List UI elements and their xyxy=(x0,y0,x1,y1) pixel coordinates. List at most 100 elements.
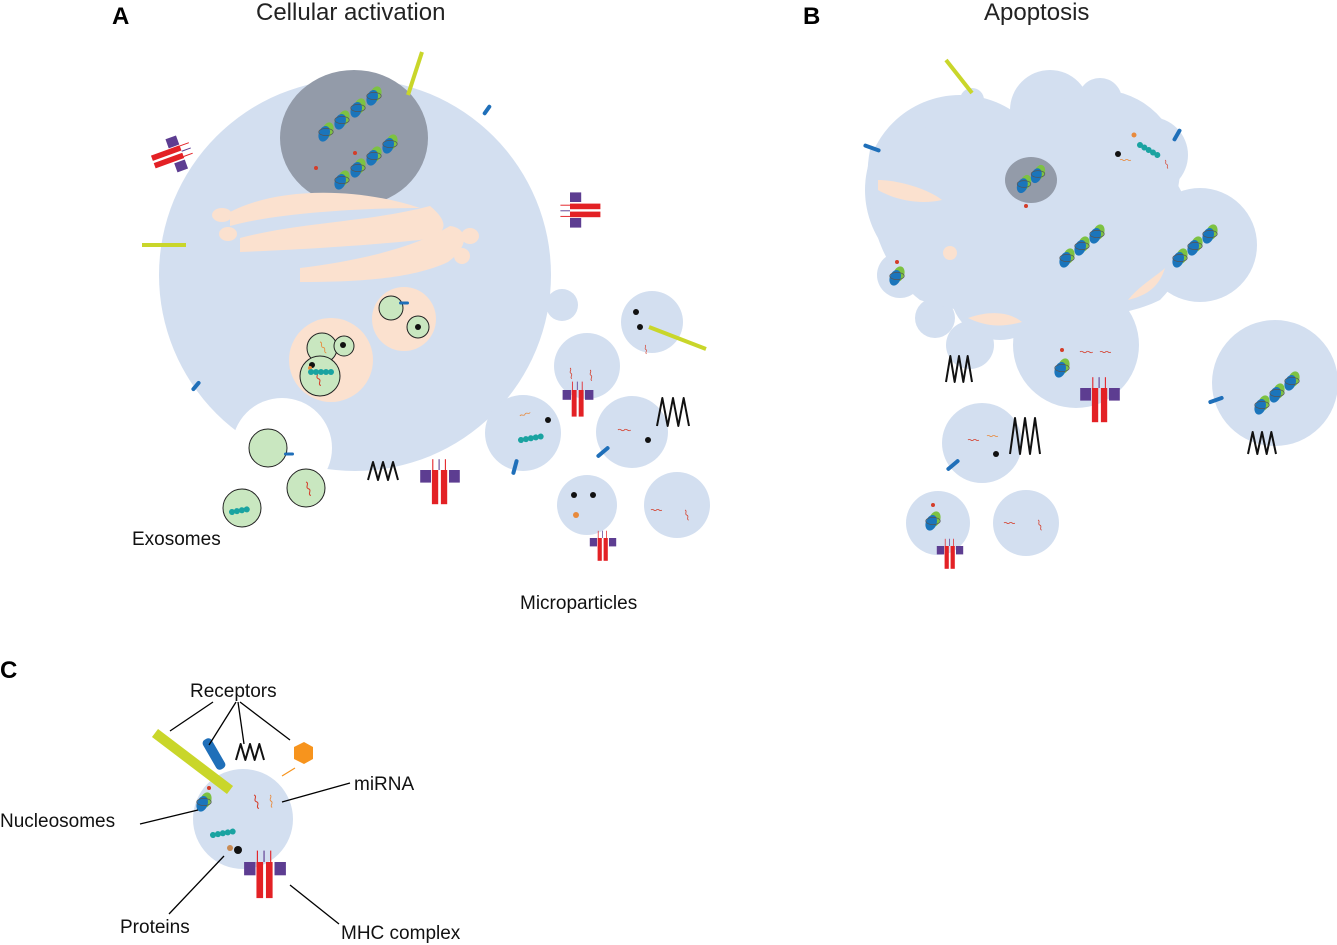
protein-bead xyxy=(308,369,314,375)
panel-b-title: Apoptosis xyxy=(984,0,1089,26)
nucleosome xyxy=(1054,358,1070,378)
nucleosome xyxy=(1089,224,1105,244)
mirna-strand xyxy=(305,481,312,497)
leader-line xyxy=(239,701,291,741)
nucleosome-dna xyxy=(334,176,350,184)
mirna-strand xyxy=(589,369,593,381)
nucleosome-dna xyxy=(1089,230,1105,238)
mhc-red-chain xyxy=(440,470,448,505)
blue-receptor xyxy=(946,459,960,471)
endoplasmic-reticulum xyxy=(300,226,464,282)
protein-bead xyxy=(210,832,216,838)
nucleosome-histone-blue xyxy=(889,269,901,286)
blue-receptor-body xyxy=(863,143,881,153)
nucleosome-dna xyxy=(1016,180,1032,188)
nucleosome xyxy=(350,98,366,118)
nucleosome xyxy=(318,122,334,142)
mhc-purple-left xyxy=(420,470,431,483)
protein-dot xyxy=(1131,132,1137,138)
blue-receptor xyxy=(482,104,492,116)
mhc-complex xyxy=(560,192,601,228)
panel-a-title: Cellular activation xyxy=(256,0,445,26)
mirna-strand xyxy=(1037,519,1042,531)
exosome xyxy=(286,468,326,508)
mhc-complex xyxy=(562,381,594,417)
serpentine-receptor xyxy=(1247,431,1277,455)
panel-a-letter: A xyxy=(112,3,129,30)
protein-dot xyxy=(1115,151,1121,157)
serpentine-receptor xyxy=(367,461,399,481)
blue-receptor-body xyxy=(596,446,610,458)
protein-bead xyxy=(229,828,236,835)
mhc-purple-left xyxy=(936,546,944,555)
mirna-strand xyxy=(967,438,980,442)
microparticle xyxy=(554,333,620,399)
microparticle xyxy=(557,475,617,535)
protein-dot xyxy=(571,492,577,498)
leader-line xyxy=(139,809,199,825)
nucleosome xyxy=(382,134,398,154)
hexagon-stalk xyxy=(281,767,296,777)
nucleosome-histone-blue xyxy=(1016,178,1028,194)
blue-receptor xyxy=(284,452,294,456)
nucleosome-histone-blue xyxy=(1202,227,1214,244)
proteins-label: Proteins xyxy=(120,917,190,938)
protein-bead xyxy=(238,507,245,514)
exosomes-label: Exosomes xyxy=(132,529,221,550)
protein-chain xyxy=(518,433,544,443)
nucleosome-dna xyxy=(1254,401,1270,409)
protein-dot xyxy=(645,437,651,443)
apoptotic-body xyxy=(946,321,994,369)
mirna-strand xyxy=(1003,521,1016,525)
protein-dot xyxy=(895,260,899,264)
apoptotic-body xyxy=(942,403,1022,483)
protein-dot xyxy=(353,151,357,155)
nucleosome-dna xyxy=(196,798,212,806)
protein-chain xyxy=(1137,142,1161,158)
leader-line xyxy=(281,782,351,803)
protein-chain xyxy=(308,369,334,375)
hexagon-receptor xyxy=(294,742,313,764)
protein-dot xyxy=(1060,348,1064,352)
nucleosome-dna xyxy=(889,272,905,280)
protein-bead xyxy=(522,436,529,443)
nucleosome-histone-blue xyxy=(1269,386,1281,403)
mirna-label: miRNA xyxy=(354,774,414,795)
intraluminal-vesicle xyxy=(299,355,341,397)
nucleosome-dna xyxy=(1202,230,1218,238)
mhc-complex xyxy=(589,530,617,561)
receptors-label: Receptors xyxy=(190,681,277,702)
nucleosome-histone-blue xyxy=(1054,361,1066,378)
blue-receptor xyxy=(1172,128,1182,142)
nucleosome-dna xyxy=(334,116,350,124)
organelle-fragment xyxy=(878,180,942,202)
mhc-stalk xyxy=(183,152,193,157)
nucleosome-histone-blue xyxy=(196,795,208,812)
mhc-purple-right xyxy=(609,538,617,547)
serpentine-receptor xyxy=(1009,417,1041,455)
nucleosome-dna xyxy=(318,128,334,136)
mirna-strand xyxy=(1164,159,1169,169)
protein-bead xyxy=(1145,147,1152,153)
mhc-complex xyxy=(936,538,964,569)
blue-receptor-body xyxy=(284,452,294,456)
yellow-receptor xyxy=(406,51,424,96)
mirna-strand xyxy=(253,794,260,810)
protein-bead xyxy=(1141,144,1148,151)
nucleosome-histone-blue xyxy=(334,173,346,190)
nucleosome xyxy=(1059,248,1075,268)
mhc-purple-left xyxy=(244,862,256,876)
organelle-fragment xyxy=(1128,268,1165,300)
nucleus xyxy=(280,70,428,206)
blue-receptor xyxy=(202,738,226,770)
blue-receptor-body xyxy=(482,104,492,116)
nucleosome xyxy=(334,170,350,190)
nucleosome xyxy=(1254,395,1270,415)
nucleosome-dna xyxy=(366,152,382,160)
golgi-apparatus xyxy=(230,192,420,226)
panel-c-letter: C xyxy=(0,657,17,684)
components-layer xyxy=(142,51,1300,899)
protein-bead xyxy=(313,369,319,375)
mhc-purple-left xyxy=(589,538,597,547)
mhc-purple-right xyxy=(570,192,582,202)
